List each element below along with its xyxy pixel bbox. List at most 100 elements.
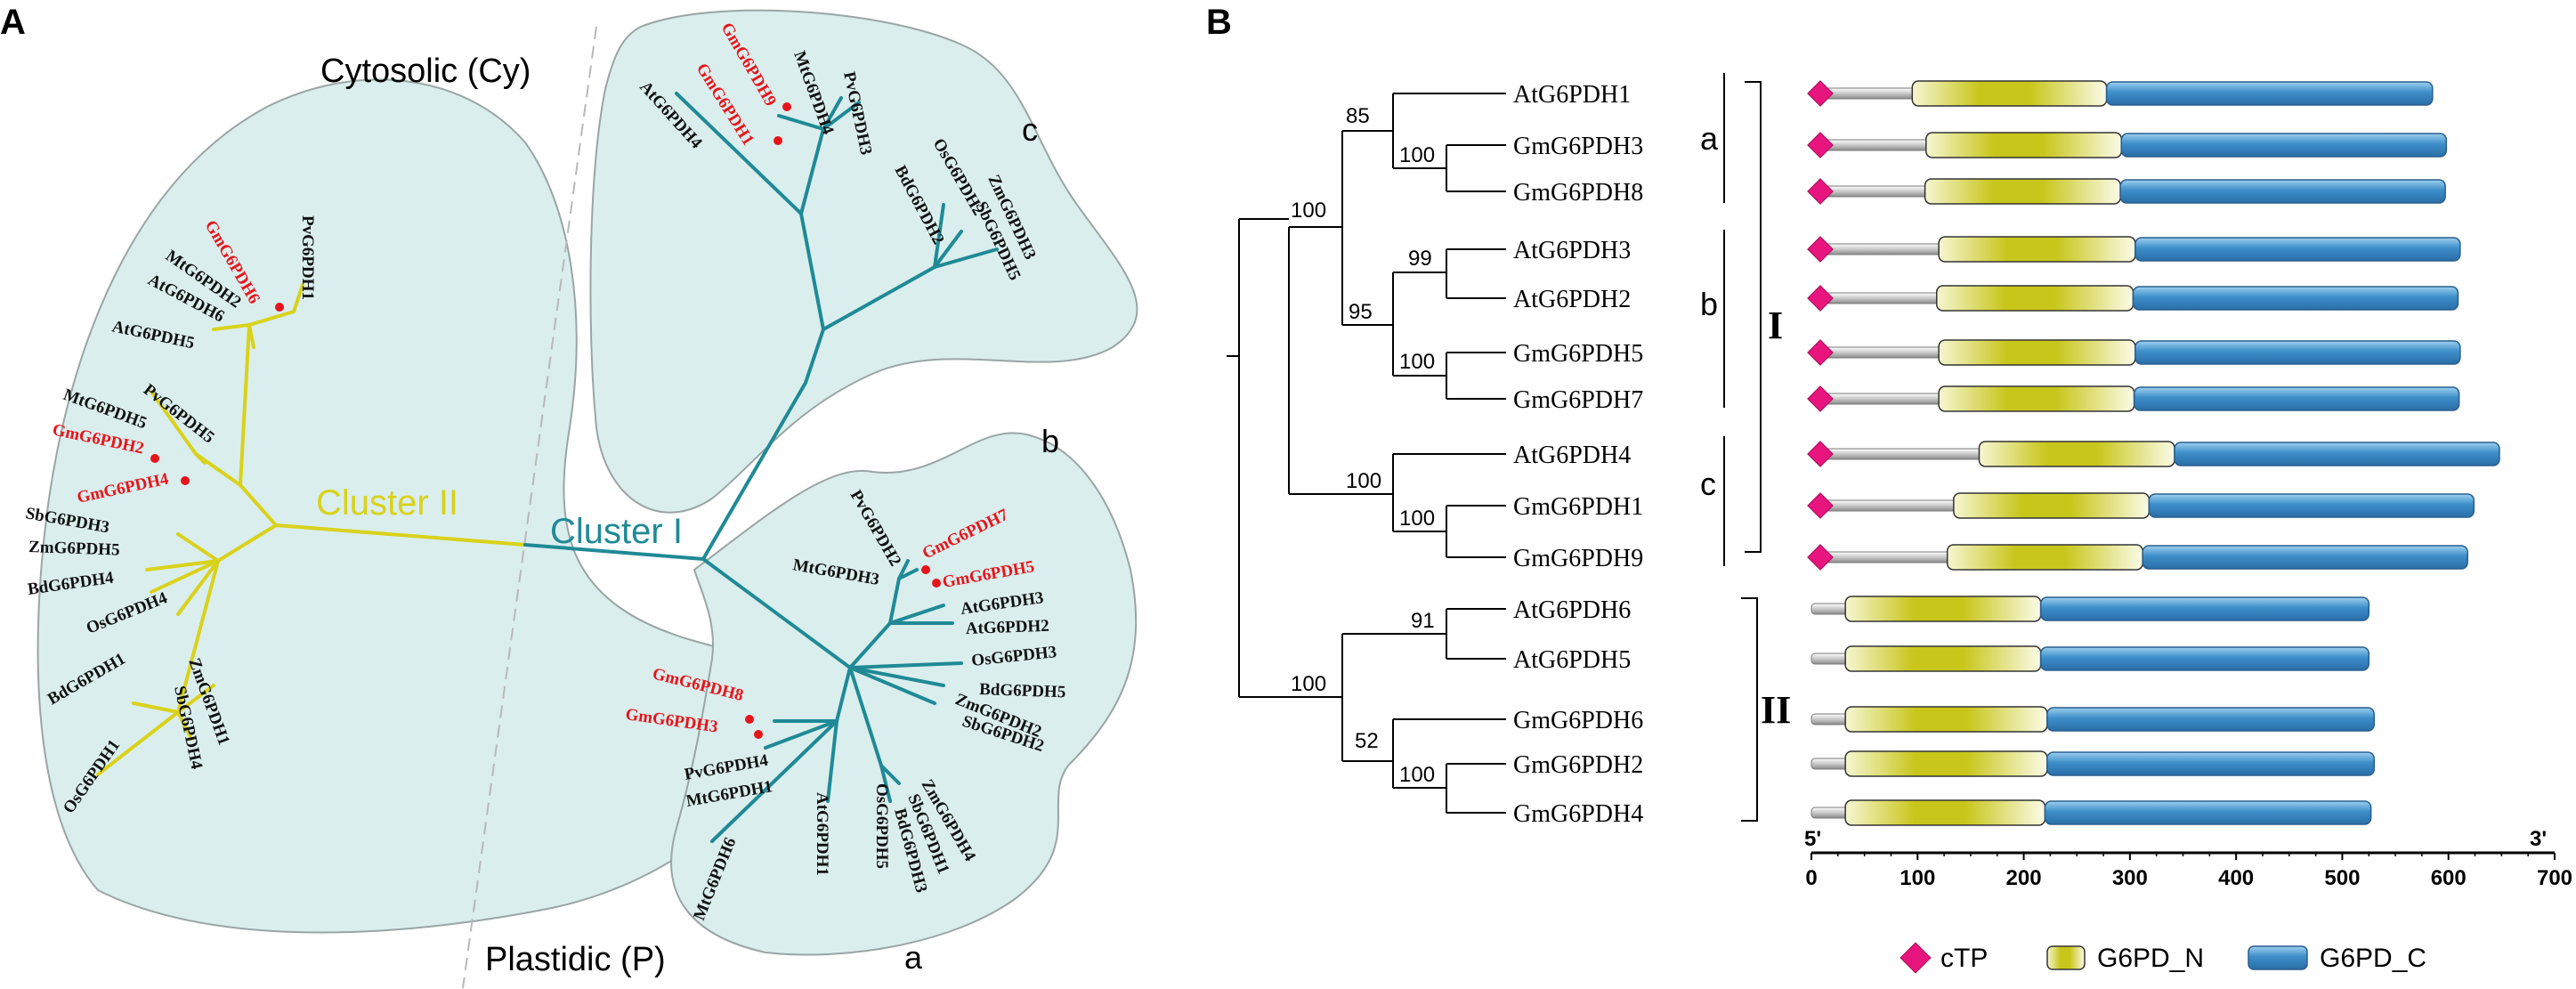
gene-label-4: AtG6PDH2: [1513, 286, 1631, 313]
g6pd-n-domain: [1925, 132, 2123, 158]
g6pd-c-domain: [2046, 751, 2375, 776]
gene-label-8: GmG6PDH1: [1513, 493, 1643, 521]
domain-row-8: [1807, 492, 2475, 519]
group-a-label: a: [1700, 120, 1719, 157]
axis-tick-label: 600: [2431, 866, 2467, 890]
g6pd-c-domain: [2174, 442, 2500, 466]
group-brackets: [1723, 73, 1762, 822]
panel-b-dendrogram: [1227, 93, 1506, 814]
g6pd-n-domain: [1844, 799, 2046, 826]
domain-row-14: [1810, 799, 2372, 826]
domain-row-0: [1807, 80, 2434, 107]
domain-row-3: [1807, 236, 2461, 263]
boot-100-II3: 100: [1399, 763, 1435, 787]
group-I-label: I: [1768, 304, 1783, 347]
gene-label-6: GmG6PDH7: [1513, 386, 1643, 414]
ctp-marker: [1807, 285, 1834, 312]
domain-row-11: [1810, 645, 2370, 672]
ctp-marker: [1807, 544, 1834, 571]
sub-a-label: a: [904, 939, 923, 976]
g6pd-n-domain: [1938, 339, 2136, 366]
ctp-marker: [1807, 339, 1834, 366]
g6pd-n-domain: [1844, 750, 2048, 777]
g6pd-n-domain: [1946, 544, 2143, 571]
domain-row-10: [1810, 596, 2370, 622]
leaf-os5: OsG6PDH5: [872, 783, 891, 869]
gm7-dot: [921, 565, 930, 574]
g6pd-c-domain: [2044, 800, 2372, 825]
gene-label-2: GmG6PDH8: [1513, 179, 1643, 207]
g6pd-n-domain: [1844, 706, 2048, 733]
g6pd-c-domain: [2105, 81, 2434, 106]
gm5-dot: [932, 579, 941, 588]
boot-100-c: 100: [1346, 469, 1381, 493]
boot-100-a: 100: [1399, 143, 1435, 167]
cluster-ia-ib-region: [670, 432, 1138, 956]
boot-100-c2: 100: [1399, 507, 1435, 531]
gene-label-7: AtG6PDH4: [1513, 442, 1631, 469]
boot-95: 95: [1349, 300, 1373, 324]
group-II-label: II: [1761, 688, 1791, 732]
boot-99: 99: [1408, 247, 1432, 271]
g6pd-c-domain: [2148, 493, 2475, 518]
leaf-zm5: ZmG6PDH5: [28, 538, 120, 560]
gene-label-14: GmG6PDH4: [1513, 800, 1643, 828]
gene-labels: AtG6PDH1GmG6PDH3GmG6PDH8AtG6PDH3AtG6PDH2…: [1513, 81, 1643, 828]
gene-label-0: AtG6PDH1: [1513, 81, 1631, 109]
axis-tick-label: 300: [2112, 866, 2148, 890]
gm9-dot: [782, 102, 791, 111]
cytosolic-label: Cytosolic (Cy): [320, 53, 531, 90]
ctp-marker: [1807, 178, 1834, 205]
domain-row-13: [1810, 750, 2375, 777]
domain-structures: [1807, 80, 2500, 826]
sub-b-label: b: [1041, 423, 1059, 459]
domain-row-6: [1807, 385, 2460, 412]
domain-row-2: [1807, 178, 2446, 205]
g6pd-n-domain: [1938, 385, 2135, 412]
axis-tick-label: 700: [2537, 866, 2572, 890]
plastidic-label: Plastidic (P): [485, 941, 666, 978]
domain-row-7: [1807, 441, 2500, 467]
legend-n-label: G6PD_N: [2097, 944, 2204, 973]
gene-label-9: GmG6PDH9: [1513, 545, 1643, 572]
leaf-bd5: BdG6PDH5: [979, 680, 1066, 701]
boot-100-II: 100: [1291, 672, 1326, 696]
gene-label-5: GmG6PDH5: [1513, 340, 1643, 368]
axis-start-label: 5': [1804, 827, 1821, 851]
g6pd-c-domain: [2039, 646, 2370, 671]
g6pd-c-domain: [2135, 340, 2461, 365]
gene-label-12: GmG6PDH6: [1513, 707, 1643, 734]
g6pd-c-domain: [2133, 386, 2460, 411]
g6pd-n-domain: [1924, 178, 2121, 205]
legend-ctp-icon: [1900, 942, 1932, 974]
g6pd-n-domain: [1936, 285, 2135, 312]
g6pd-n-domain: [1911, 80, 2108, 107]
cy-p-divider: [462, 26, 597, 989]
gm4-dot: [181, 476, 190, 485]
g6pd-c-domain: [2142, 545, 2468, 570]
gene-label-1: GmG6PDH3: [1513, 133, 1643, 160]
gene-label-11: AtG6PDH5: [1513, 646, 1631, 674]
cluster-ic-region: [589, 9, 1138, 514]
leaf-at2: AtG6PDH2: [965, 617, 1049, 638]
panel-a-letter: A: [0, 3, 26, 42]
boot-52: 52: [1355, 729, 1379, 753]
group-c-label: c: [1700, 466, 1716, 502]
gm8-dot: [745, 715, 754, 724]
ctp-marker: [1807, 385, 1834, 412]
axis-tick-label: 100: [1900, 866, 1935, 890]
g6pd-c-domain: [2132, 286, 2459, 311]
cytosolic-region: [36, 78, 806, 934]
domain-row-12: [1810, 706, 2375, 733]
axis-tick-label: 200: [2006, 866, 2042, 890]
gm3-dot: [754, 730, 763, 739]
axis-end-label: 3': [2530, 827, 2547, 851]
gene-label-13: GmG6PDH2: [1513, 751, 1643, 779]
g6pd-n-domain: [1938, 236, 2136, 263]
panel-b-letter: B: [1206, 3, 1232, 42]
legend: cTP G6PD_N G6PD_C: [1900, 942, 2426, 974]
legend-c-icon: [2248, 945, 2308, 970]
g6pd-c-domain: [2046, 707, 2375, 732]
ctp-marker: [1807, 236, 1834, 263]
